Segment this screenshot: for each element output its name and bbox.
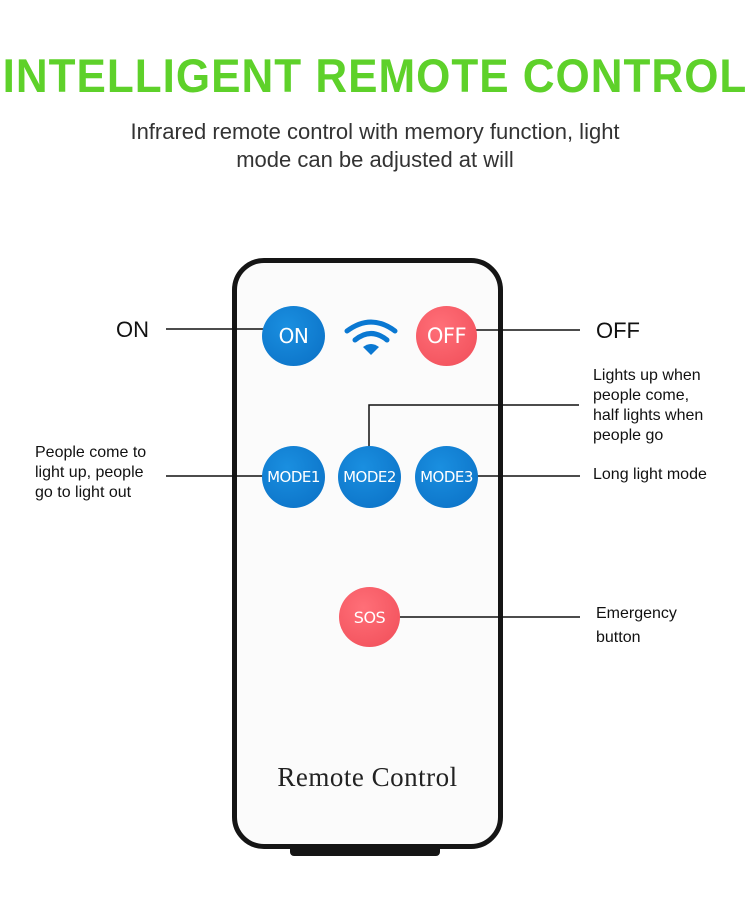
on-button[interactable]: ON [262,306,325,366]
remote-bottom-tab [290,846,440,856]
wifi-signal-icon [344,319,398,355]
subheadline-line-2: mode can be adjusted at will [236,147,514,172]
headline: INTELLIGENT REMOTE CONTROL [2,50,748,103]
callout-mode1-line: light up, people [35,464,144,481]
callout-sos-line: button [596,629,641,646]
on-button-label: ON [278,324,309,348]
mode3-button-label: MODE3 [420,468,473,486]
subheadline: Infrared remote control with memory func… [0,118,750,174]
off-button[interactable]: OFF [416,306,477,366]
callout-mode1: People come to light up, people go to li… [35,443,146,503]
callout-off: OFF [596,318,640,343]
mode2-button[interactable]: MODE2 [338,446,401,508]
mode1-button-label: MODE1 [267,468,320,486]
subheadline-line-1: Infrared remote control with memory func… [130,119,620,144]
callout-mode3: Long light mode [593,466,707,483]
off-button-label: OFF [426,324,467,348]
callout-sos-line: Emergency [596,605,677,622]
sos-button[interactable]: SOS [339,587,400,647]
callout-mode2: Lights up when people come, half lights … [593,366,703,446]
callout-mode2-line: people go [593,427,664,444]
mode1-button[interactable]: MODE1 [262,446,325,508]
callout-mode2-line: people come, [593,387,690,404]
remote-label: Remote Control [277,762,458,792]
callout-on: ON [116,317,149,342]
callout-mode1-line: People come to [35,444,147,461]
callout-mode1-line: go to light out [35,484,132,501]
mode3-button[interactable]: MODE3 [415,446,478,508]
callout-mode2-line: Lights up when [593,367,701,384]
callout-mode2-line: half lights when [593,407,704,424]
mode2-button-label: MODE2 [343,468,396,486]
callout-sos: Emergency button [596,602,677,650]
sos-button-label: SOS [353,607,386,627]
